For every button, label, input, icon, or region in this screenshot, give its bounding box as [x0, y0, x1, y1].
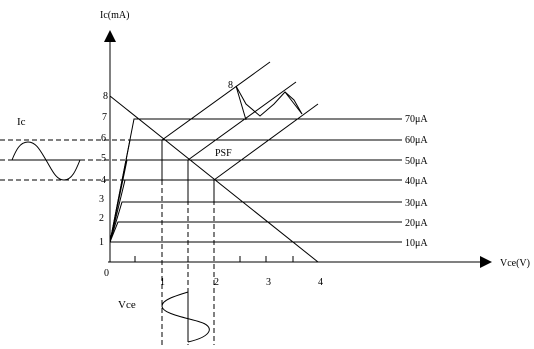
curve-40ua	[109, 179, 402, 243]
slant-wave	[235, 85, 303, 117]
curve-label: 50μA	[405, 156, 428, 167]
ic-wave-label: Ic	[17, 116, 26, 128]
y-axis-title: Ic(mA)	[100, 10, 129, 21]
x-tick-label: 4	[318, 277, 323, 288]
x-tick-label: 1	[160, 277, 165, 288]
y-axis-arrow-icon	[104, 30, 116, 42]
y-tick-label: 6	[101, 133, 106, 144]
x-tick-labels: 1 2 3 4	[160, 277, 323, 288]
curve-20ua	[109, 221, 402, 243]
x-tick-label: 2	[214, 277, 219, 288]
slant-wave-edge-right	[284, 91, 303, 115]
curve-label: 70μA	[405, 114, 428, 125]
load-line	[109, 95, 319, 263]
y-tick-label: 1	[99, 237, 104, 248]
curve-60ua	[109, 139, 402, 243]
curve-labels: 70μA 60μA 50μA 40μA 30μA 20μA 10μA	[405, 114, 428, 249]
peak-mark-label: 8	[228, 80, 233, 91]
y-tick-label: 2	[99, 213, 104, 224]
slant-wave-edge-left	[235, 85, 247, 121]
origin-label: 0	[104, 268, 109, 279]
y-tick-labels: 1 2 3 4 5 6 7 8	[99, 91, 108, 248]
curve-30ua	[109, 201, 402, 243]
curve-label: 30μA	[405, 198, 428, 209]
curve-50ua	[109, 159, 402, 243]
y-tick-label: 8	[103, 91, 108, 102]
y-tick-label: 3	[99, 194, 104, 205]
curve-label: 10μA	[405, 238, 428, 249]
q-point-label: PSF	[215, 148, 232, 159]
y-tick-label: 7	[102, 112, 107, 123]
slant-line-middle	[187, 81, 297, 161]
slant-line-upper	[161, 61, 271, 141]
x-axis-arrow-icon	[480, 256, 492, 268]
y-tick-label: 5	[101, 153, 106, 164]
ic-waveform	[11, 141, 81, 181]
y-tick-label: 4	[101, 175, 106, 186]
vce-wave-label: Vce	[118, 299, 136, 311]
curve-label: 20μA	[405, 218, 428, 229]
slant-line-lower	[213, 103, 319, 181]
x-tick-label: 3	[266, 277, 271, 288]
curve-70ua	[109, 118, 402, 243]
curve-label: 60μA	[405, 135, 428, 146]
curve-label: 40μA	[405, 176, 428, 187]
vce-waveform	[161, 291, 210, 343]
x-axis-title: Vce(V)	[500, 258, 530, 269]
